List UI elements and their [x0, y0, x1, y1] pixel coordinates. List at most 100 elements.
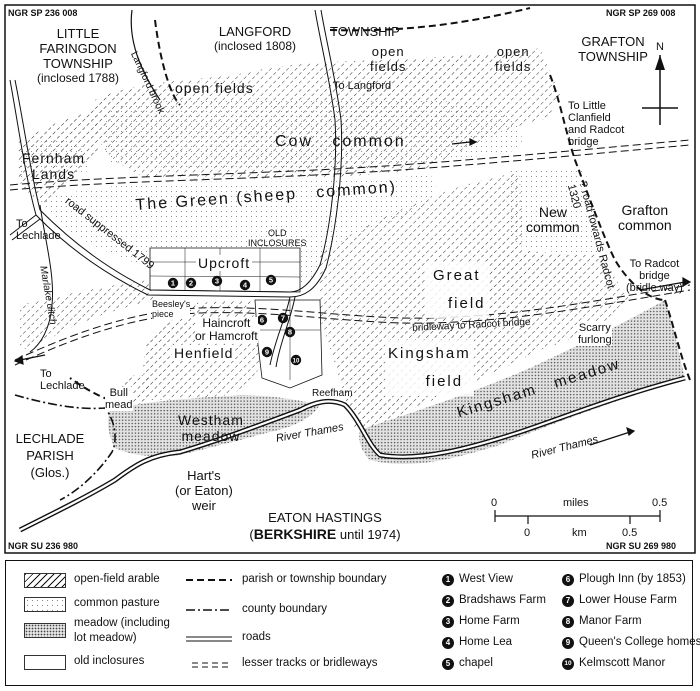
- pasture-new-common: [506, 168, 600, 255]
- pasture-fernham: [18, 140, 90, 180]
- corner-se: NGR SU 269 980: [606, 541, 677, 551]
- region-lechlade: LECHLADE PARISH (Glos.): [10, 430, 90, 481]
- label-text: weir: [191, 498, 216, 513]
- label-text: mead: [105, 399, 133, 411]
- region-text: GRAFTON: [581, 34, 645, 49]
- scale-km-zero: 0: [524, 527, 531, 539]
- legend-number-badge: 1: [442, 574, 454, 586]
- label-text: Great: [433, 267, 481, 284]
- place-marker-5: [265, 274, 277, 286]
- place-marker-8: [284, 326, 296, 338]
- legend-place-label: West View: [459, 573, 513, 585]
- label-river-thames-1: River Thames: [275, 421, 345, 445]
- label-the-green: The Green (sheep common): [135, 178, 398, 214]
- label-text: INCLOSURES: [248, 238, 307, 248]
- lesser-tracks: [9, 139, 691, 366]
- region-text: (: [249, 527, 254, 542]
- legend-number-badge: 8: [562, 616, 574, 628]
- region-eaton-hastings: EATON HASTINGS (BERKSHIRE until 1974): [240, 509, 410, 543]
- legend-place-label: Bradshaws Farm: [459, 594, 546, 606]
- legend-place-label: Home Lea: [459, 636, 513, 648]
- legend-place-label: Queen's College homestead: [579, 636, 700, 648]
- county-boundary: [14, 394, 116, 501]
- label-kingsham-meadow: Kingsham meadow: [455, 355, 623, 422]
- label-text: To Little: [568, 100, 606, 112]
- place-marker-number: 10: [293, 359, 300, 365]
- legend-number-badge: 6: [562, 574, 574, 586]
- region-text: LANGFORD: [218, 24, 292, 39]
- north-arrow: [642, 55, 678, 125]
- region-text: FARINGDON: [39, 41, 117, 56]
- legend-place-label: Home Farm: [459, 615, 520, 627]
- scale-miles-label: miles: [563, 497, 589, 509]
- legend-number-badge: 3: [442, 616, 454, 628]
- place-marker-7: [277, 312, 289, 324]
- label-text: furlong: [578, 334, 612, 346]
- label-text: To: [40, 368, 52, 380]
- label-text: bridge: [639, 270, 670, 282]
- legend-place-label: Plough Inn (by 1853): [579, 573, 686, 585]
- legend-number-badge: 10: [562, 658, 574, 670]
- legend-number-badge: 2: [442, 595, 454, 607]
- region-text: LITTLE: [56, 26, 100, 41]
- legend-label: county boundary: [242, 603, 328, 615]
- legend-place-label: Kelmscott Manor: [579, 657, 666, 669]
- label-road-towards-radcot: ? road towards Radcot 1320: [564, 180, 617, 291]
- place-marker-2: [185, 277, 197, 289]
- place-marker-number: 1: [171, 279, 175, 288]
- label-text: Fernham: [22, 150, 86, 166]
- region-text: (Glos.): [30, 465, 70, 480]
- place-marker-6: [256, 314, 268, 326]
- legend-place-label: Manor Farm: [579, 615, 642, 627]
- arable-area-southwest: [20, 280, 155, 350]
- label-text: Lechlade: [16, 230, 61, 242]
- corner-sw: NGR SU 236 980: [8, 541, 79, 551]
- label-reefham: Reefham: [312, 388, 353, 399]
- label-text: field: [448, 295, 486, 312]
- label-text: fields: [370, 59, 407, 74]
- label-text: meadow: [181, 428, 241, 444]
- legend-number-badge: 7: [562, 595, 574, 607]
- label-great-field: Great field: [425, 262, 489, 318]
- place-marker-9: [261, 346, 273, 358]
- place-marker-4: [239, 279, 251, 291]
- berkshire-line: (BERKSHIRE until 1974): [240, 526, 410, 543]
- legend-label: lesser tracks or bridleways: [242, 657, 378, 669]
- legend-place-label: Lower House Farm: [579, 594, 677, 606]
- legend-place-label: chapel: [459, 657, 493, 669]
- scale-km-half: 0.5: [622, 527, 638, 539]
- legend-number-badge: 4: [442, 637, 454, 649]
- place-marker-number: 9: [265, 348, 269, 357]
- label-text: and Radcot: [568, 124, 625, 136]
- label-text: (or Eaton): [175, 483, 233, 498]
- corner-nw: NGR SP 236 008: [8, 8, 78, 18]
- legend-label: meadow (including: [74, 617, 170, 629]
- label-text: common: [526, 219, 580, 235]
- meadow-westham: [107, 395, 320, 457]
- legend-swatch-meadow: [24, 623, 66, 638]
- label-text: bridge: [568, 136, 599, 148]
- label-text: To Radcot: [629, 258, 680, 270]
- label-text: fields: [495, 59, 532, 74]
- label-text: piece: [152, 309, 174, 319]
- legend-label: common pasture: [74, 597, 160, 609]
- label-text: To: [16, 218, 28, 230]
- region-text: PARISH: [26, 448, 74, 463]
- place-marker-number: 5: [269, 276, 273, 285]
- direction-arrows: [13, 138, 692, 446]
- marlake-ditch: [29, 204, 54, 353]
- label-text: or Hamcroft: [195, 329, 258, 343]
- label-upcroft: Upcroft: [196, 255, 253, 271]
- legend-swatch-pasture: [24, 597, 66, 612]
- north-label: N: [656, 41, 664, 53]
- label-text: Clanfield: [568, 112, 611, 124]
- label-text: Westham: [178, 412, 244, 428]
